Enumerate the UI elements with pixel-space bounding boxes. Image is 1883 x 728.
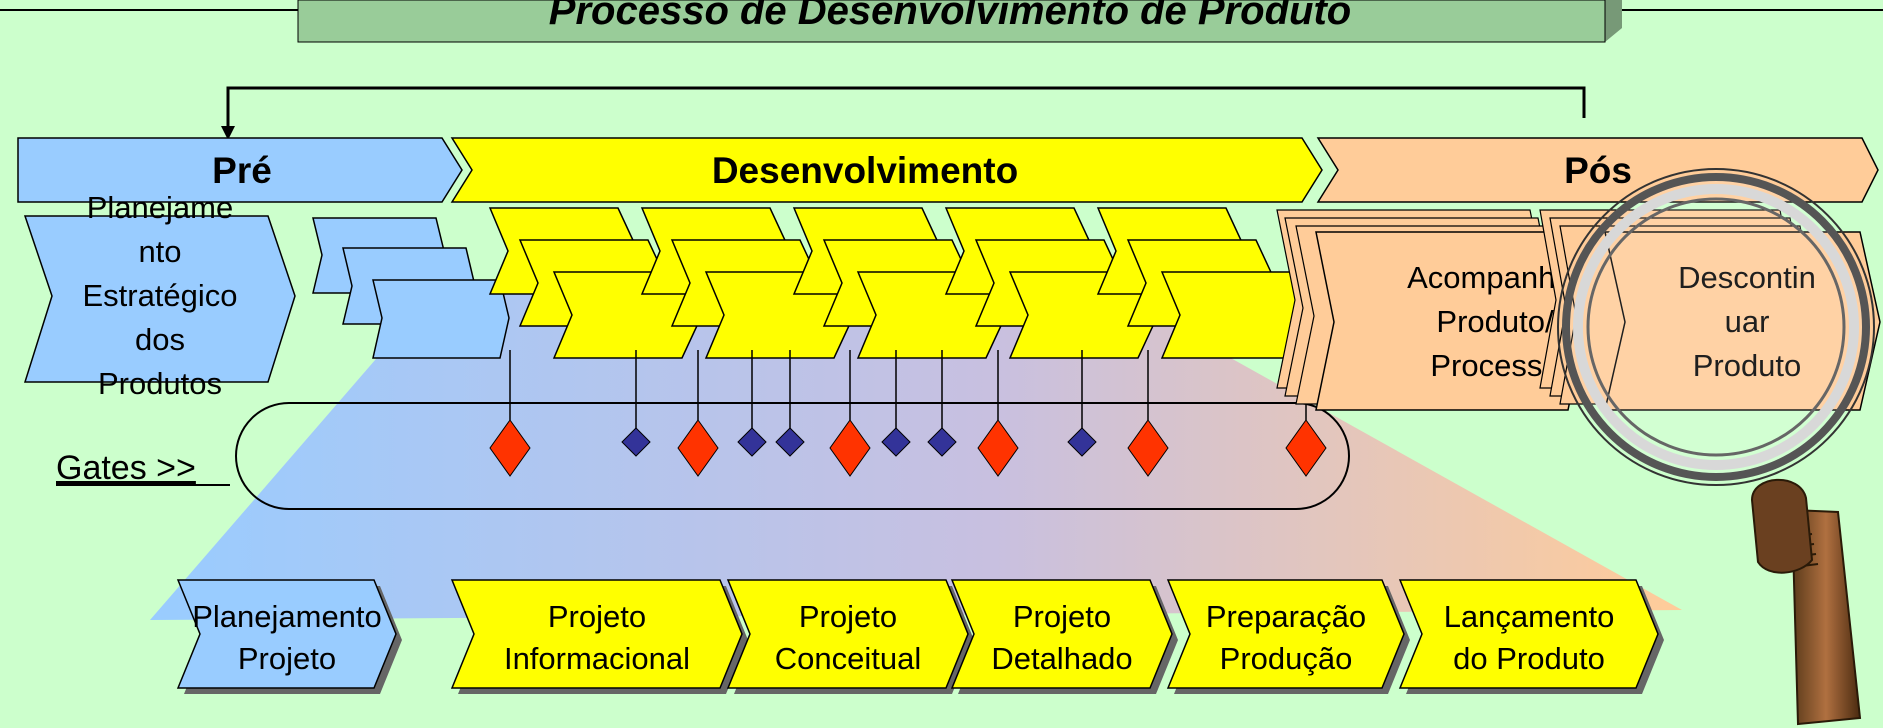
gate-diamond-minor — [881, 427, 911, 457]
gates-label: Gates >> — [56, 449, 196, 487]
gate-diamond-minor — [927, 427, 957, 457]
gate-diamond-major — [829, 419, 871, 477]
phase-label: Planejamento — [192, 599, 382, 634]
gate-diamond-major — [1285, 419, 1327, 477]
gate-diamond-minor — [775, 427, 805, 457]
post-activity-line: Descontin — [1678, 260, 1816, 295]
gate-diamond-major — [977, 419, 1019, 477]
feedback-arrow — [221, 86, 1586, 140]
phase-chevron: Lançamento do Produto — [1398, 579, 1664, 694]
funnel-background — [150, 285, 1682, 620]
pre-activity-line: nto — [138, 234, 181, 269]
gates-capsule — [235, 402, 1350, 510]
pre-activity-line: Produtos — [98, 366, 222, 401]
dev-activity-stack — [1096, 207, 1311, 359]
post-activity-line: Produto — [1693, 348, 1802, 383]
phase-label: Projeto — [799, 599, 897, 634]
gate-markers — [489, 419, 1327, 477]
pre-activity: Planejame nto Estratégico dos Produtos — [23, 190, 296, 401]
post-activity-line: uar — [1725, 304, 1770, 339]
phase-chevrons: PlanejamentoProjetoProjetoInformacionalP… — [176, 579, 1664, 694]
pre-activity-text: Planejame nto Estratégico dos Produtos — [82, 190, 237, 401]
phase-label: Informacional — [504, 641, 690, 676]
phase-label: Projeto — [1013, 599, 1111, 634]
pre-subactivity-stack — [312, 217, 510, 359]
gate-diamond-minor — [737, 427, 767, 457]
phase-label: do Produto — [1453, 641, 1605, 676]
magnifier-icon — [1557, 168, 1875, 726]
macro-phase-pre: Pré — [17, 137, 463, 203]
phase-chevron-shape — [450, 579, 743, 689]
post-activity-line: Produto/ — [1436, 304, 1554, 339]
post-activity-acompanhar: Acompanhar Produto/ Processo — [1276, 209, 1587, 411]
gate-diamond-minor — [1067, 427, 1097, 457]
dev-activity-stacks — [488, 207, 1311, 359]
page-title: Processo de Desenvolvimento de Produto — [549, 0, 1351, 33]
gate-diamond-major — [1127, 419, 1169, 477]
phase-label: Preparação — [1206, 599, 1366, 634]
gate-diamond-major — [677, 419, 719, 477]
phase-label: Projeto — [548, 599, 646, 634]
phase-label: Conceitual — [775, 641, 921, 676]
macro-phase-pre-label: Pré — [212, 150, 272, 191]
pre-activity-line: Estratégico — [82, 278, 237, 313]
macro-phase-desenvolvimento: Desenvolvimento — [450, 137, 1323, 203]
macro-phase-pos: Pós — [1316, 137, 1879, 203]
gate-diamond-major — [489, 419, 531, 477]
pre-activity-line: Planejame — [87, 190, 233, 225]
phase-chevron-shape — [1398, 579, 1659, 689]
phase-label: Produção — [1220, 641, 1353, 676]
phase-chevron-shape — [176, 579, 397, 689]
pre-activity-line: dos — [135, 322, 185, 357]
phase-label: Projeto — [238, 641, 336, 676]
macro-phase-desenvolvimento-label: Desenvolvimento — [712, 150, 1018, 191]
phase-label: Lançamento — [1444, 599, 1615, 634]
phase-label: Detalhado — [991, 641, 1132, 676]
macro-phase-pos-label: Pós — [1564, 150, 1632, 191]
phase-chevron-shape — [950, 579, 1173, 689]
phase-chevron-shape — [1166, 579, 1405, 689]
gate-diamond-minor — [621, 427, 651, 457]
post-activity-descontinuar: Descontin uar Produto — [1539, 209, 1881, 411]
title-bar: Processo de Desenvolvimento de Produto — [297, 0, 1622, 43]
post-activity-line: Processo — [1430, 348, 1559, 383]
phase-chevron-shape — [726, 579, 969, 689]
